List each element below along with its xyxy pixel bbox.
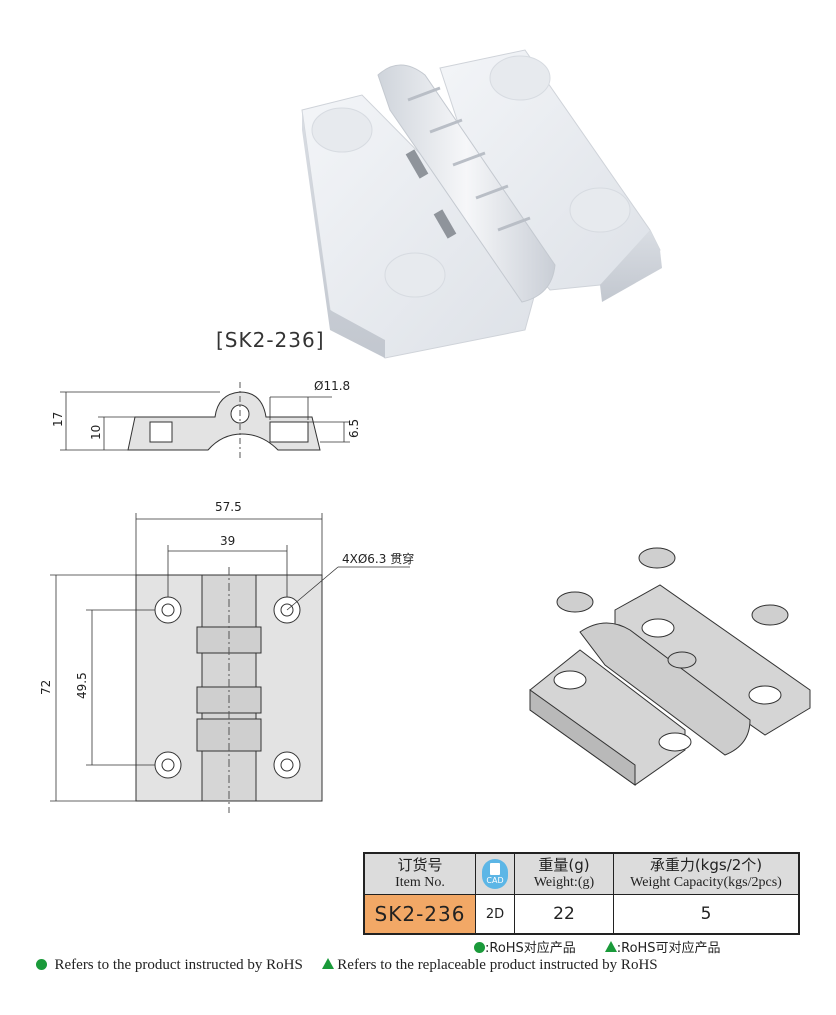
cell-item-no: SK2-236 xyxy=(363,894,476,935)
dim-body-height: 10 xyxy=(89,425,103,440)
dim-overall-length: 72 xyxy=(39,680,53,695)
dim-pin-diameter: Ø11.8 xyxy=(314,379,350,393)
rohs-compliant-dot-icon xyxy=(474,942,485,953)
spec-table: 订货号 Item No. CAD 重量(g) Weight:(g) 承重力(kg… xyxy=(363,852,800,935)
dim-leaf-thickness: 6.5 xyxy=(347,419,361,438)
header-capacity: 承重力(kgs/2个) Weight Capacity(kgs/2pcs) xyxy=(613,852,800,895)
front-view-drawing: 57.5 39 72 49.5 4XØ6.3 贯穿 xyxy=(39,500,414,813)
hole-callout: 4XØ6.3 贯穿 xyxy=(342,551,414,566)
header-item: 订货号 Item No. xyxy=(363,852,476,895)
product-photo xyxy=(301,49,662,359)
product-label: [SK2-236] xyxy=(216,328,325,352)
header-weight: 重量(g) Weight:(g) xyxy=(514,852,614,895)
isometric-drawing xyxy=(529,547,811,786)
side-view-drawing: Ø11.8 17 10 6.5 xyxy=(51,379,361,460)
table-row: SK2-236 2D 22 5 xyxy=(363,894,800,935)
legend-dot-icon xyxy=(36,959,47,970)
cell-cad-2d[interactable]: 2D xyxy=(475,894,515,935)
dim-overall-height: 17 xyxy=(51,412,65,427)
cell-capacity: 5 xyxy=(613,894,800,935)
cad-icon: CAD xyxy=(482,859,508,889)
table-header-row: 订货号 Item No. CAD 重量(g) Weight:(g) 承重力(kg… xyxy=(363,852,800,895)
rohs-note: :RoHS对应产品 :RoHS可对应产品 xyxy=(474,937,721,956)
dim-hole-spacing-y: 49.5 xyxy=(75,672,89,699)
dim-overall-width: 57.5 xyxy=(215,500,242,514)
rohs-replaceable-triangle-icon xyxy=(604,941,617,952)
legend-triangle-icon xyxy=(321,958,334,969)
header-cad: CAD xyxy=(475,852,515,895)
dim-hole-spacing-x: 39 xyxy=(220,534,235,548)
rohs-legend: Refers to the product instructed by RoHS… xyxy=(36,957,658,974)
cell-weight: 22 xyxy=(514,894,614,935)
